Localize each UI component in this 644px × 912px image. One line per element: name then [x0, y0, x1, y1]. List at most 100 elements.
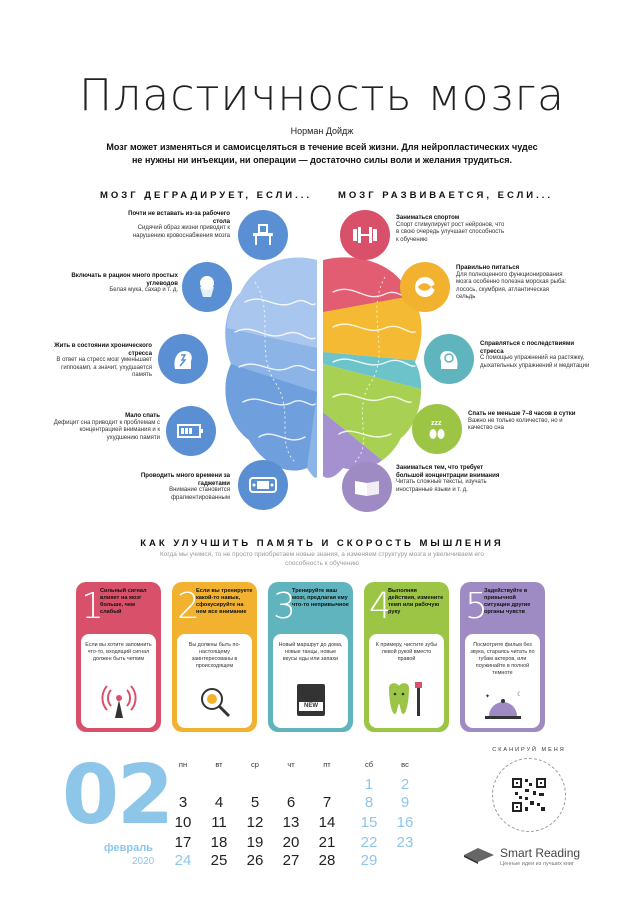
weekday-label: пт: [323, 760, 331, 769]
fish-plate-icon: [400, 262, 450, 312]
calendar-grid: пн вт ср чт пт сб вс 1 2 3 4 5 6 7 8 9 1…: [168, 760, 418, 870]
cloche-icon: ✦☾: [485, 691, 522, 719]
left-section-heading: МОЗГ ДЕГРАДИРУЕТ, ЕСЛИ...: [100, 190, 313, 201]
svg-text:✦: ✦: [485, 693, 490, 700]
calendar-day: 24: [174, 852, 192, 869]
sleep-feet-icon: zzz: [412, 404, 462, 454]
calendar-day: 25: [210, 852, 228, 869]
calendar-day: 15: [360, 814, 378, 831]
author: Норман Дойдж: [290, 126, 354, 136]
calendar-day: 7: [322, 794, 332, 811]
calendar-day: 27: [282, 852, 300, 869]
tooth-brush-icon: [389, 682, 422, 716]
svg-text:☾: ☾: [517, 691, 522, 698]
calm-head-icon: [424, 334, 474, 384]
new-badge: NEW: [299, 702, 323, 711]
calendar-day: 26: [246, 852, 264, 869]
card-text: Посмотрите фильм без звука, стараясь чит…: [470, 642, 535, 676]
month-name: февраль: [104, 842, 153, 854]
svg-text:zzz: zzz: [431, 420, 442, 427]
calendar-day: 14: [318, 814, 336, 831]
card-heading: Тренируйте ваш мозг, предлагая ему что-т…: [292, 588, 349, 608]
calendar-day: 3: [178, 794, 188, 811]
calendar-day: 29: [360, 852, 378, 869]
low-battery-icon: [166, 406, 216, 456]
right-item-5: Заниматься тем, что требует большой конц…: [396, 464, 500, 493]
card-heading: Сильный сигнал влияет на мозг больше, че…: [100, 588, 147, 615]
open-book-icon: [342, 462, 392, 512]
intro-text: Мозг может изменяться и самоисцеляться в…: [106, 142, 538, 165]
calendar-day: 21: [318, 834, 336, 851]
magnifier-target-icon: [201, 688, 231, 718]
weekday-label: вт: [215, 760, 223, 769]
calendar-day: 6: [286, 794, 296, 811]
dumbbell-icon: [340, 210, 390, 260]
calendar-day: 18: [210, 834, 228, 851]
qr-ring: СКАНИРУЙ МЕНЯ: [492, 747, 566, 832]
weekday-label: чт: [287, 760, 295, 769]
calendar-day: 17: [174, 834, 192, 851]
card-number: 3: [273, 586, 296, 627]
weekday-label: пн: [178, 760, 188, 769]
gamepad-icon: [238, 460, 288, 510]
calendar-day: 11: [211, 814, 227, 831]
qr-ring-text: СКАНИРУЙ МЕНЯ: [492, 747, 566, 753]
left-item-2: Включать в рацион много простых углеводо…: [71, 272, 178, 294]
card-text: Вы должны быть по-настоящему заинтересов…: [188, 642, 241, 669]
calendar-day: 19: [246, 834, 264, 851]
calendar-day: 1: [364, 776, 374, 793]
brand-tagline: Ценные идеи из лучших книг: [500, 861, 574, 867]
calendar-day: 10: [174, 814, 192, 831]
card-heading: Если вы тренируете какой-то навык, сфоку…: [196, 588, 253, 615]
card-number: 1: [81, 586, 104, 627]
card-heading: Выполняя действия, измените темп или раб…: [388, 588, 444, 615]
card-number: 5: [465, 586, 488, 627]
calendar-day: 12: [246, 814, 264, 831]
calendar-day: 5: [250, 794, 260, 811]
card-text: Если вы хотите запомнить что-то, входящи…: [85, 642, 152, 662]
year: 2020: [132, 856, 155, 867]
card-heading: Задействуйте в привычной ситуации другие…: [484, 588, 531, 615]
card-number: 2: [177, 586, 200, 627]
weekday-label: ср: [251, 760, 259, 769]
calendar-day: 2: [400, 776, 410, 793]
calendar-day: 13: [282, 814, 300, 831]
month-number: 02: [62, 748, 174, 843]
weekday-label: сб: [364, 760, 374, 769]
calendar-day: 20: [282, 834, 300, 851]
calendar-day: 16: [396, 814, 414, 831]
calendar-day: 4: [214, 794, 224, 811]
card-number: 4: [369, 586, 392, 627]
calendar-day: 28: [318, 852, 336, 869]
calendar-day: 9: [400, 794, 410, 811]
memory-section-heading: КАК УЛУЧШИТЬ ПАМЯТЬ И СКОРОСТЬ МЫШЛЕНИЯ: [140, 538, 504, 549]
brand-name: Smart Reading: [500, 846, 581, 860]
signal-tower-icon: [101, 685, 137, 718]
memory-section-subtitle: Когда мы учимся, то не просто приобретае…: [160, 551, 484, 567]
card-text: Новый маршрут до дома, новые танцы, новы…: [278, 642, 343, 662]
right-section-heading: МОЗГ РАЗВИВАЕТСЯ, ЕСЛИ...: [338, 190, 554, 201]
smart-reading-logo-icon: [464, 848, 494, 864]
weekday-label: вс: [401, 760, 409, 769]
desk-chair-icon: [238, 210, 288, 260]
page-title: Пластичность мозга: [79, 70, 565, 121]
calendar-day: 8: [364, 794, 374, 811]
card-text: К примеру, чистите зубы левой рукой вмес…: [375, 642, 438, 662]
calendar-day: 23: [396, 834, 414, 851]
qr-code-icon[interactable]: [511, 777, 547, 813]
calendar-day: 22: [360, 834, 378, 851]
storm-head-icon: [158, 334, 208, 384]
brain-illustration: [225, 257, 422, 478]
